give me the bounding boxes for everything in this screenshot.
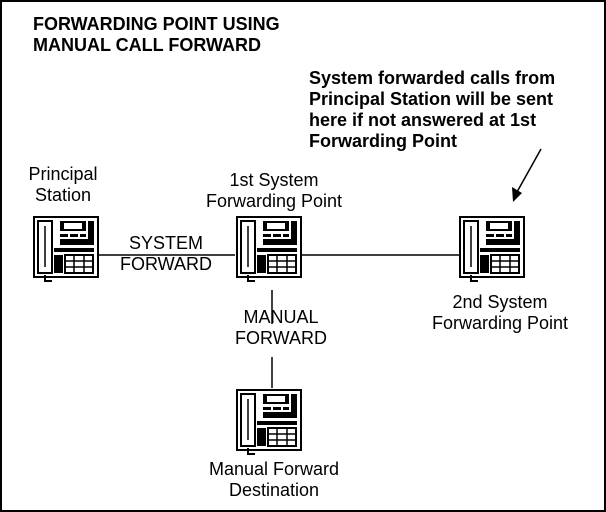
principal-station-phone-icon bbox=[33, 216, 99, 282]
callout-arrow-shaft bbox=[516, 148, 542, 193]
callout-arrow-head bbox=[512, 187, 522, 202]
manual-forward-destination-phone-icon bbox=[236, 389, 302, 455]
second-forwarding-point-label-line-1: 2nd System bbox=[452, 292, 548, 312]
manual-forward-label: MANUAL FORWARD bbox=[218, 307, 344, 349]
callout-line-4: Forwarding Point bbox=[309, 131, 457, 151]
first-forwarding-point-label-line-1: 1st System bbox=[229, 170, 319, 190]
second-forwarding-point-label: 2nd System Forwarding Point bbox=[406, 292, 594, 334]
system-forward-label-line-2: FORWARD bbox=[120, 254, 212, 274]
manual-forward-destination-label-line-2: Destination bbox=[228, 480, 320, 500]
second-forwarding-point-phone-icon bbox=[459, 216, 525, 282]
title-line-1: FORWARDING POINT USING bbox=[33, 14, 280, 34]
manual-forward-destination-label-line-1: Manual Forward bbox=[208, 459, 340, 479]
first-forwarding-point-label: 1st System Forwarding Point bbox=[180, 170, 368, 212]
first-forwarding-point-phone-icon bbox=[236, 216, 302, 282]
system-forward-label: SYSTEM FORWARD bbox=[108, 233, 224, 275]
callout-line-3: here if not answered at 1st bbox=[309, 110, 537, 130]
first-forwarding-point-label-line-2: Forwarding Point bbox=[205, 191, 343, 211]
principal-station-label-line-1: Principal bbox=[28, 164, 98, 184]
manual-forward-label-line-2: FORWARD bbox=[235, 328, 327, 348]
second-forwarding-point-label-line-2: Forwarding Point bbox=[431, 313, 569, 333]
manual-forward-label-line-1: MANUAL bbox=[243, 307, 319, 327]
callout-note: System forwarded calls from Principal St… bbox=[309, 68, 555, 152]
principal-station-label-line-2: Station bbox=[34, 185, 92, 205]
system-forward-label-line-1: SYSTEM bbox=[128, 233, 203, 253]
callout-line-2: Principal Station will be sent bbox=[309, 89, 554, 109]
principal-station-label: Principal Station bbox=[8, 164, 118, 206]
callout-line-1: System forwarded calls from bbox=[309, 68, 556, 88]
diagram-title: FORWARDING POINT USING MANUAL CALL FORWA… bbox=[33, 14, 280, 56]
manual-forward-destination-label: Manual Forward Destination bbox=[180, 459, 368, 501]
title-line-2: MANUAL CALL FORWARD bbox=[33, 35, 261, 55]
